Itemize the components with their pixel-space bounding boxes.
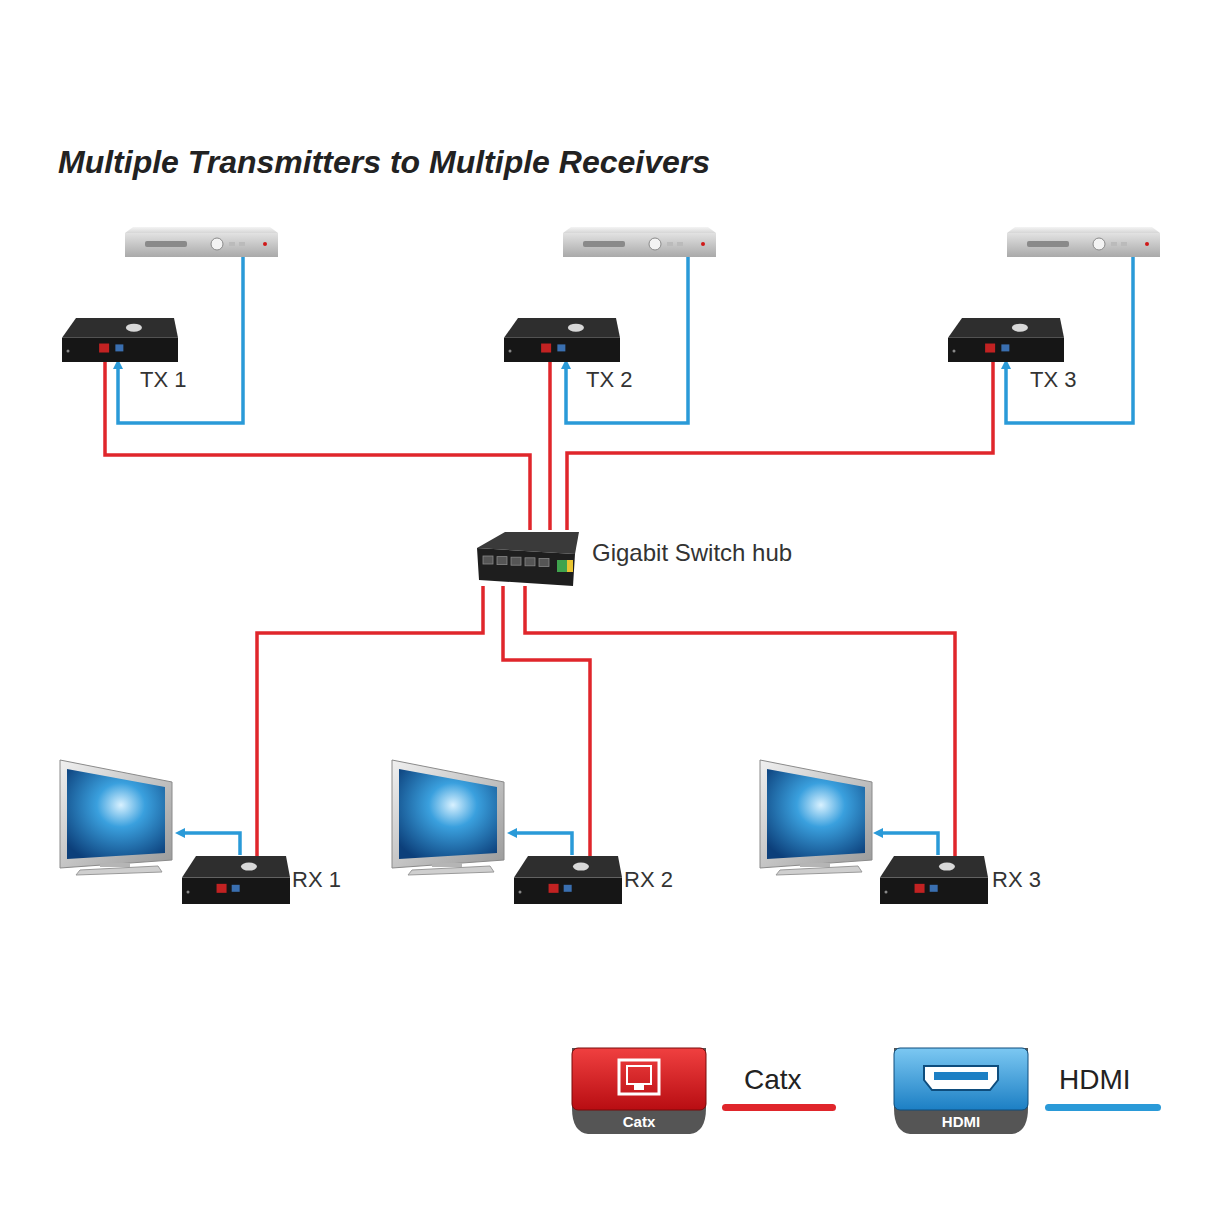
switch-body (477, 530, 579, 586)
catx-cable (567, 362, 993, 530)
extender-body (880, 856, 988, 904)
device-label: Gigabit Switch hub (592, 540, 792, 566)
legend-text: Catx (722, 1064, 836, 1096)
extender-body (182, 856, 290, 904)
gigabit-switch: Gigabit Switch hub (477, 530, 579, 586)
catx-cable (525, 586, 955, 856)
transmitter: TX 2 (504, 318, 620, 362)
transmitter: TX 1 (62, 318, 178, 362)
diagram-title: Multiple Transmitters to Multiple Receiv… (58, 144, 710, 181)
receiver: RX 1 (182, 856, 290, 904)
badge-text: Catx (589, 1113, 689, 1131)
device-label: RX 3 (992, 867, 1041, 893)
device-label: RX 2 (624, 867, 673, 893)
receiver: RX 2 (514, 856, 622, 904)
badge-text: HDMI (911, 1113, 1011, 1131)
receiver: RX 3 (880, 856, 988, 904)
catx-cable (257, 586, 483, 856)
legend-item: Catx (722, 1064, 836, 1111)
catx-cable (548, 362, 552, 530)
device-label: RX 1 (292, 867, 341, 893)
extender-body (948, 318, 1064, 362)
legend-swatch (1045, 1104, 1161, 1111)
legend-swatch (722, 1104, 836, 1111)
device-label: TX 2 (586, 367, 632, 393)
legend-item: HDMI (1045, 1064, 1161, 1111)
extender-body (504, 318, 620, 362)
device-label: TX 1 (140, 367, 186, 393)
transmitter: TX 3 (948, 318, 1064, 362)
device-label: TX 3 (1030, 367, 1076, 393)
extender-body (514, 856, 622, 904)
catx-cable (105, 362, 530, 530)
legend-text: HDMI (1045, 1064, 1161, 1096)
catx-cable (503, 586, 590, 856)
extender-body (62, 318, 178, 362)
